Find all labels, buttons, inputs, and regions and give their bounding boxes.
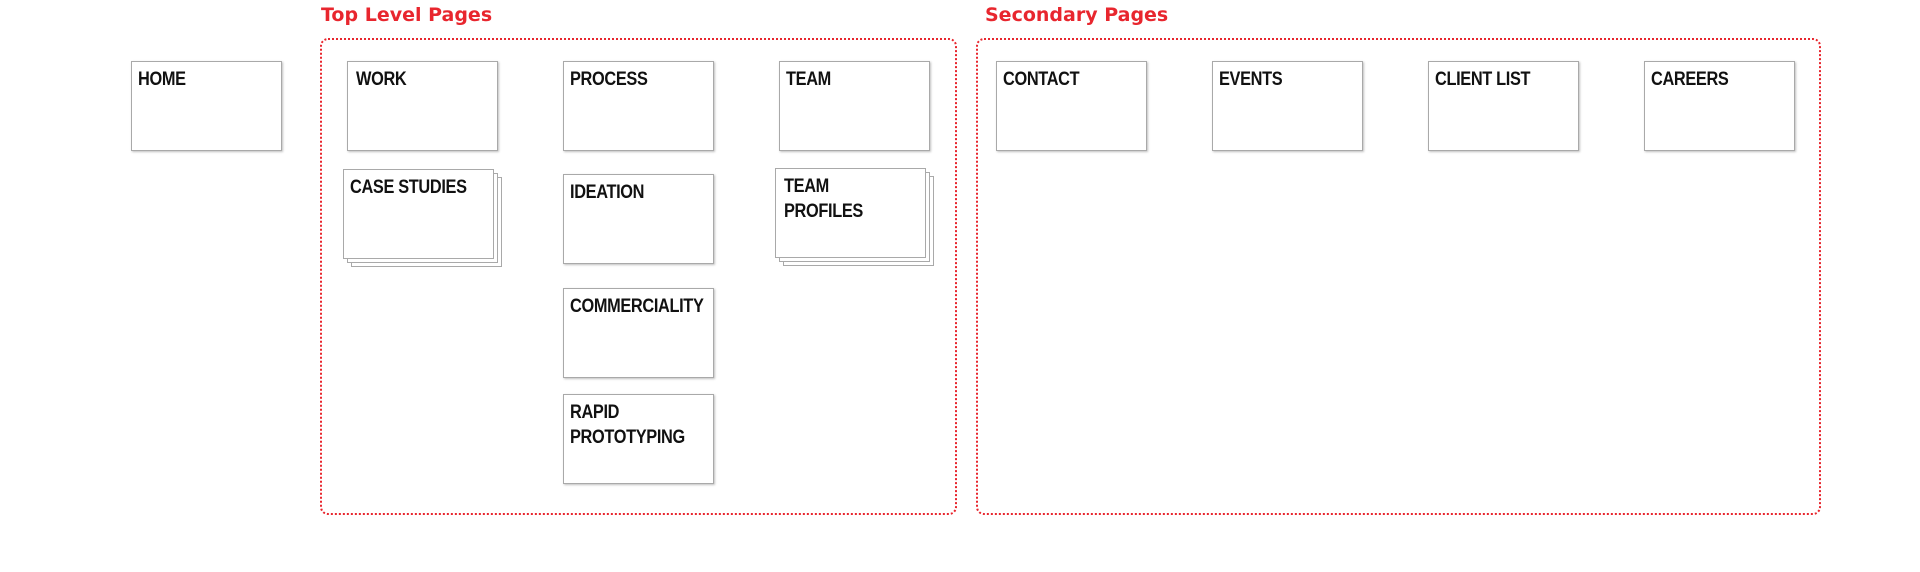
group-title-secondary: Secondary Pages xyxy=(985,4,1169,26)
page-stack-team-profiles[interactable]: TEAM PROFILES xyxy=(775,168,937,268)
page-card-work[interactable]: WORK xyxy=(347,61,498,151)
page-card-ideation[interactable]: IDEATION xyxy=(563,174,714,264)
page-label: TEAM xyxy=(786,69,831,90)
page-label: HOME xyxy=(138,69,186,90)
page-card-contact[interactable]: CONTACT xyxy=(996,61,1147,151)
page-label: PROCESS xyxy=(570,69,648,90)
page-label: CLIENT LIST xyxy=(1435,69,1531,90)
page-card-careers[interactable]: CAREERS xyxy=(1644,61,1795,151)
page-label: TEAM PROFILES xyxy=(784,176,863,222)
page-label: CAREERS xyxy=(1651,69,1729,90)
page-card-commerciality[interactable]: COMMERCIALITY xyxy=(563,288,714,378)
page-card-events[interactable]: EVENTS xyxy=(1212,61,1363,151)
page-label: COMMERCIALITY xyxy=(570,296,704,317)
group-title-top-level: Top Level Pages xyxy=(321,4,493,26)
page-card-home[interactable]: HOME xyxy=(131,61,282,151)
page-card-case-studies[interactable]: CASE STUDIES xyxy=(343,169,494,259)
page-card-rapid-prototyping[interactable]: RAPID PROTOTYPING xyxy=(563,394,714,484)
page-card-process[interactable]: PROCESS xyxy=(563,61,714,151)
page-stack-case-studies[interactable]: CASE STUDIES xyxy=(343,169,505,269)
page-card-client-list[interactable]: CLIENT LIST xyxy=(1428,61,1579,151)
page-card-team-profiles[interactable]: TEAM PROFILES xyxy=(775,168,926,258)
page-label: CASE STUDIES xyxy=(350,177,467,198)
group-frame-secondary xyxy=(976,38,1821,515)
group-frame-top-level xyxy=(320,38,957,515)
page-label: RAPID PROTOTYPING xyxy=(570,402,685,448)
page-label: CONTACT xyxy=(1003,69,1080,90)
page-label: EVENTS xyxy=(1219,69,1283,90)
page-card-team[interactable]: TEAM xyxy=(779,61,930,151)
page-label: WORK xyxy=(356,69,407,90)
page-label: IDEATION xyxy=(570,182,645,203)
